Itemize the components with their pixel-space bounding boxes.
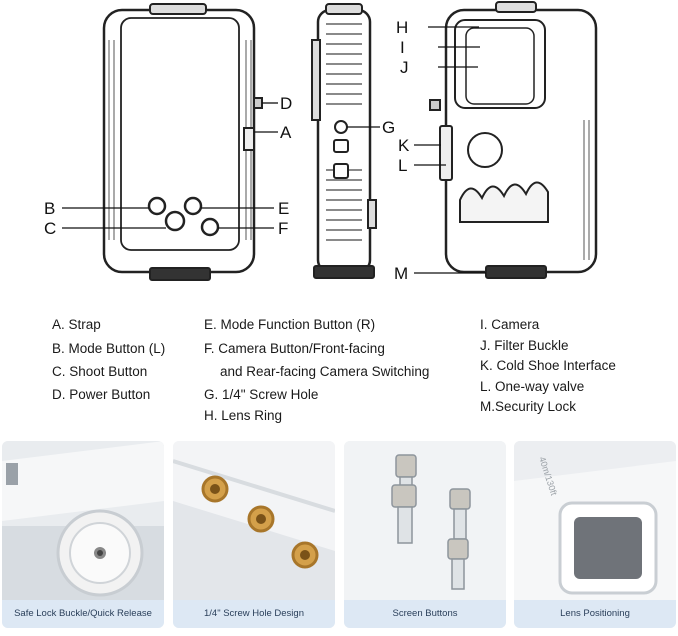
callout-f: F — [278, 219, 289, 238]
legend-item-f-cont: and Rear-facing Camera Switching — [220, 364, 430, 379]
photo-screen-buttons: Screen Buttons — [344, 441, 506, 628]
photo-safe-lock: Safe Lock Buckle/Quick Release — [2, 441, 164, 628]
front-buttons — [147, 196, 220, 237]
screw-holes-illustration — [173, 441, 335, 601]
side-view — [311, 3, 377, 279]
callout-g: G — [382, 118, 396, 137]
callout-i: I — [400, 38, 405, 57]
legend-item-i: I. Camera — [480, 317, 540, 332]
callout-l: L — [398, 156, 408, 175]
photo-caption: Screen Buttons — [344, 600, 506, 628]
callout-b: B — [44, 199, 56, 218]
photo-caption: Safe Lock Buckle/Quick Release — [2, 600, 164, 628]
photo-lens-positioning: 40m/130ft Lens Positioning — [514, 441, 676, 628]
legend-item-a: A. Strap — [52, 317, 101, 332]
photo-screw-holes: 1/4" Screw Hole Design — [173, 441, 335, 628]
callout-a: A — [280, 123, 292, 142]
legend-item-f: F. Camera Button/Front-facing — [204, 341, 385, 356]
legend-item-l: L. One-way valve — [480, 379, 585, 394]
front-view — [102, 3, 263, 281]
legend-item-b: B. Mode Button (L) — [52, 341, 166, 356]
callout-h: H — [396, 18, 409, 37]
callout-j: J — [400, 58, 409, 77]
photo-caption: 1/4" Screw Hole Design — [173, 600, 335, 628]
legend-item-k: K. Cold Shoe Interface — [480, 358, 616, 373]
legend-item-m: M.Security Lock — [480, 399, 577, 414]
legend-item-e: E. Mode Function Button (R) — [204, 317, 376, 332]
legend-item-c: C. Shoot Button — [52, 364, 148, 379]
brass-inserts — [201, 475, 319, 569]
back-view — [429, 1, 598, 279]
button-plungers — [391, 454, 471, 590]
legend-item-h: H. Lens Ring — [204, 408, 283, 423]
case-diagram — [62, 1, 598, 281]
callout-c: C — [44, 219, 57, 238]
legend-item-g: G. 1/4" Screw Hole — [204, 387, 319, 402]
screen-buttons-illustration — [344, 441, 506, 601]
callout-k: K — [398, 136, 410, 155]
callout-d: D — [280, 94, 293, 113]
legend-item-j: J. Filter Buckle — [480, 338, 569, 353]
legend-item-d: D. Power Button — [52, 387, 151, 402]
callout-e: E — [278, 199, 290, 218]
leader-lines — [62, 26, 486, 274]
photo-caption: Lens Positioning — [514, 600, 676, 628]
callout-m: M — [394, 264, 409, 283]
lens-positioning-illustration — [514, 441, 676, 601]
safe-lock-illustration — [2, 441, 164, 601]
